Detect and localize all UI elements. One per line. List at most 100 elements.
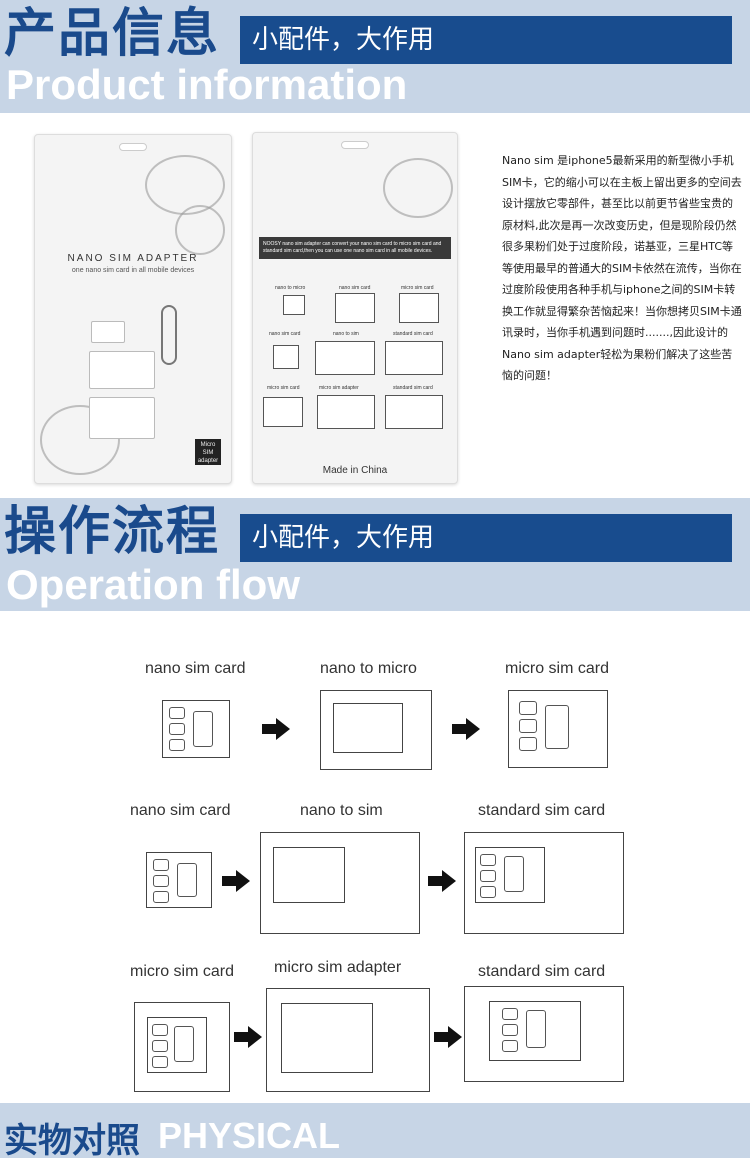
step-label: nano sim card (339, 285, 371, 291)
chip-outline (475, 847, 545, 903)
operation-flow-header: 操作流程 小配件，大作用 Operation flow (0, 498, 750, 611)
product-info-header: 产品信息 小配件，大作用 Product information (0, 0, 750, 113)
swirl-decoration (40, 405, 120, 475)
section-title-en: PHYSICAL (158, 1115, 341, 1156)
section-title-cn: 产品信息 (4, 4, 221, 64)
instructions-bar: NOOSY nano sim adapter can convert your … (259, 237, 451, 259)
arrow-right-icon (452, 718, 480, 740)
product-description: Nano sim 是iphone5最新采用的新型微小手机SIM卡，它的缩小可以在… (502, 154, 742, 382)
chip-contact (153, 859, 169, 871)
flow-label: nano to micro (320, 660, 417, 677)
step-label: micro sim card (267, 385, 300, 391)
mini-card (385, 341, 443, 375)
mini-card (315, 341, 375, 375)
swirl-decoration (145, 155, 225, 215)
flow-label: standard sim card (478, 963, 606, 980)
step-label: micro sim adapter (319, 385, 359, 391)
chip-contact (545, 705, 569, 749)
hang-hole (341, 141, 369, 149)
nano-to-micro-adapter (320, 690, 432, 770)
flow-label: micro sim adapter (274, 959, 402, 976)
flow-label: standard sim card (478, 802, 606, 819)
mini-card (273, 345, 299, 369)
section-title-en: Operation flow (6, 561, 300, 608)
adapter-tray (91, 321, 125, 343)
mini-card (317, 395, 375, 429)
adapter-tray (89, 397, 155, 439)
adapter-cutout (273, 847, 345, 903)
chip-contact (502, 1024, 518, 1036)
chip-contact (174, 1026, 194, 1062)
step-label: nano to micro (275, 285, 306, 291)
swirl-decoration (383, 158, 453, 218)
chip-contact (519, 701, 537, 715)
chip-contact (519, 737, 537, 751)
chip-contact (504, 856, 524, 892)
chip-contact (153, 891, 169, 903)
section-title-en: Product information (6, 61, 408, 108)
chip-contact (153, 875, 169, 887)
chip-contact (502, 1040, 518, 1052)
front-package-image: NANO SIM ADAPTER one nano sim card in al… (34, 134, 232, 484)
back-package-image: NOOSY nano sim adapter can convert your … (252, 132, 458, 484)
product-subtitle: one nano sim card in all mobile devices (71, 267, 195, 274)
swirl-decoration (175, 205, 225, 255)
mini-card (399, 293, 439, 323)
mini-card (263, 397, 303, 427)
arrow-right-icon (234, 1026, 262, 1048)
chip-contact (152, 1040, 168, 1052)
mini-card (385, 395, 443, 429)
chip-contact (480, 870, 496, 882)
chip-contact (519, 719, 537, 733)
arrow-right-icon (222, 870, 250, 892)
chip-contact (480, 854, 496, 866)
chip-contact (169, 707, 185, 719)
tagline-box: 小配件，大作用 (240, 514, 732, 562)
chip-outline (147, 1017, 207, 1073)
arrow-right-icon (434, 1026, 462, 1048)
product-name: NANO SIM ADAPTER (67, 253, 199, 264)
nano-to-sim-adapter (260, 832, 420, 934)
chip-outline (489, 1001, 581, 1061)
adapter-cutout (281, 1003, 373, 1073)
step-label: nano sim card (269, 331, 301, 337)
chip-contact (177, 863, 197, 897)
arrow-right-icon (262, 718, 290, 740)
micro-sim-card (134, 1002, 230, 1092)
standard-sim-card (464, 832, 624, 934)
nano-sim-card (162, 700, 230, 758)
chip-contact (169, 723, 185, 735)
flow-label: micro sim card (505, 660, 610, 677)
chip-contact (526, 1010, 546, 1048)
step-label: standard sim card (393, 331, 433, 337)
micro-sim-adapter (266, 988, 430, 1092)
nano-sim-card (146, 852, 212, 908)
made-in-china: Made in China (322, 465, 388, 476)
section-title-cn: 实物对照 (4, 1121, 140, 1158)
adapter-cutout (333, 703, 403, 753)
chip-contact (502, 1008, 518, 1020)
chip-contact (193, 711, 213, 747)
micro-sim-card (508, 690, 608, 768)
flow-label: nano to sim (300, 802, 383, 819)
mini-card (283, 295, 305, 315)
chip-contact (480, 886, 496, 898)
physical-header: 实物对照 PHYSICAL (0, 1103, 750, 1158)
section-title-cn: 操作流程 (4, 502, 221, 562)
chip-contact (169, 739, 185, 751)
chip-contact (152, 1024, 168, 1036)
step-label: nano to sim (333, 331, 359, 337)
step-label: standard sim card (393, 385, 433, 391)
flow-label: nano sim card (130, 802, 231, 819)
standard-sim-card (464, 986, 624, 1082)
hang-hole (119, 143, 147, 151)
flow-label: micro sim card (130, 963, 235, 980)
arrow-right-icon (428, 870, 456, 892)
eject-pin (161, 305, 177, 365)
chip-contact (152, 1056, 168, 1068)
adapter-tray (89, 351, 155, 389)
flow-label: nano sim card (145, 660, 246, 677)
mini-card (335, 293, 375, 323)
tagline-box: 小配件，大作用 (240, 16, 732, 64)
step-label: micro sim card (401, 285, 434, 291)
